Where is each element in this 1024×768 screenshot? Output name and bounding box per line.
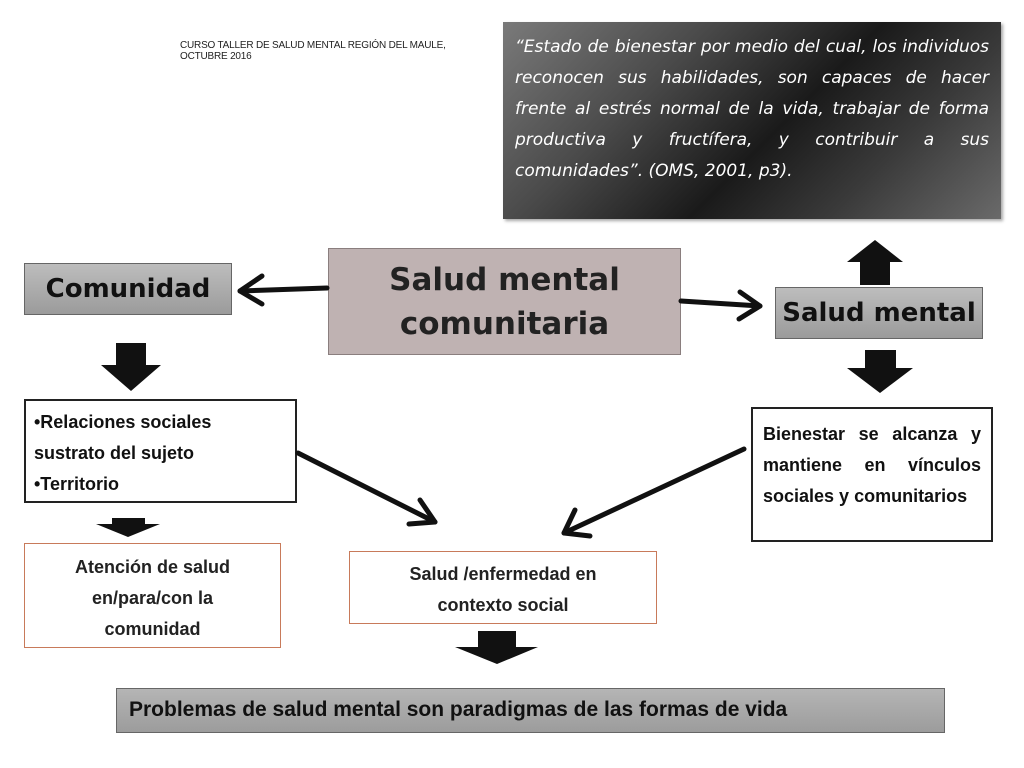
- central-concept-line2: comunitaria: [399, 305, 610, 342]
- comunidad-box: Comunidad: [24, 263, 232, 315]
- territorio-item: •Territorio: [34, 474, 119, 494]
- course-header: CURSO TALLER DE SALUD MENTAL REGIÓN DEL …: [180, 40, 446, 62]
- contexto-social-box: Salud /enfermedad en contexto social: [349, 551, 657, 624]
- arrow-relaciones-to-contexto: [295, 450, 438, 527]
- block-arrow-down-salud-mental: [847, 350, 913, 393]
- relaciones-sociales-box: •Relaciones sociales sustrato del sujeto…: [24, 399, 297, 503]
- block-arrow-down-comunidad: [101, 343, 161, 391]
- block-arrow-down-contexto: [455, 631, 538, 664]
- problemas-box: Problemas de salud mental son paradigmas…: [116, 688, 945, 733]
- contexto-line2: contexto social: [437, 595, 569, 615]
- atencion-line3: comunidad: [104, 619, 201, 639]
- central-concept-line1: Salud mental: [389, 261, 620, 298]
- bienestar-box: Bienestar se alcanza y mantiene en víncu…: [751, 407, 993, 542]
- salud-mental-box: Salud mental: [775, 287, 983, 339]
- arrow-to-salud-mental: [678, 289, 763, 322]
- relaciones-item: •Relaciones sociales sustrato del sujeto: [34, 412, 212, 463]
- block-arrow-up: [847, 240, 903, 285]
- atencion-line2: en/para/con la: [91, 588, 214, 608]
- block-arrow-down-relaciones: [96, 518, 160, 537]
- atencion-line1: Atención de salud: [74, 557, 231, 577]
- arrow-bienestar-to-contexto: [561, 446, 747, 539]
- contexto-line1: Salud /enfermedad en: [409, 564, 597, 584]
- who-definition-quote: “Estado de bienestar por medio del cual,…: [503, 22, 1001, 219]
- central-concept-box: Salud mental comunitaria: [328, 248, 681, 355]
- arrow-to-comunidad: [237, 273, 330, 307]
- atencion-salud-box: Atención de salud en/para/con la comunid…: [24, 543, 281, 648]
